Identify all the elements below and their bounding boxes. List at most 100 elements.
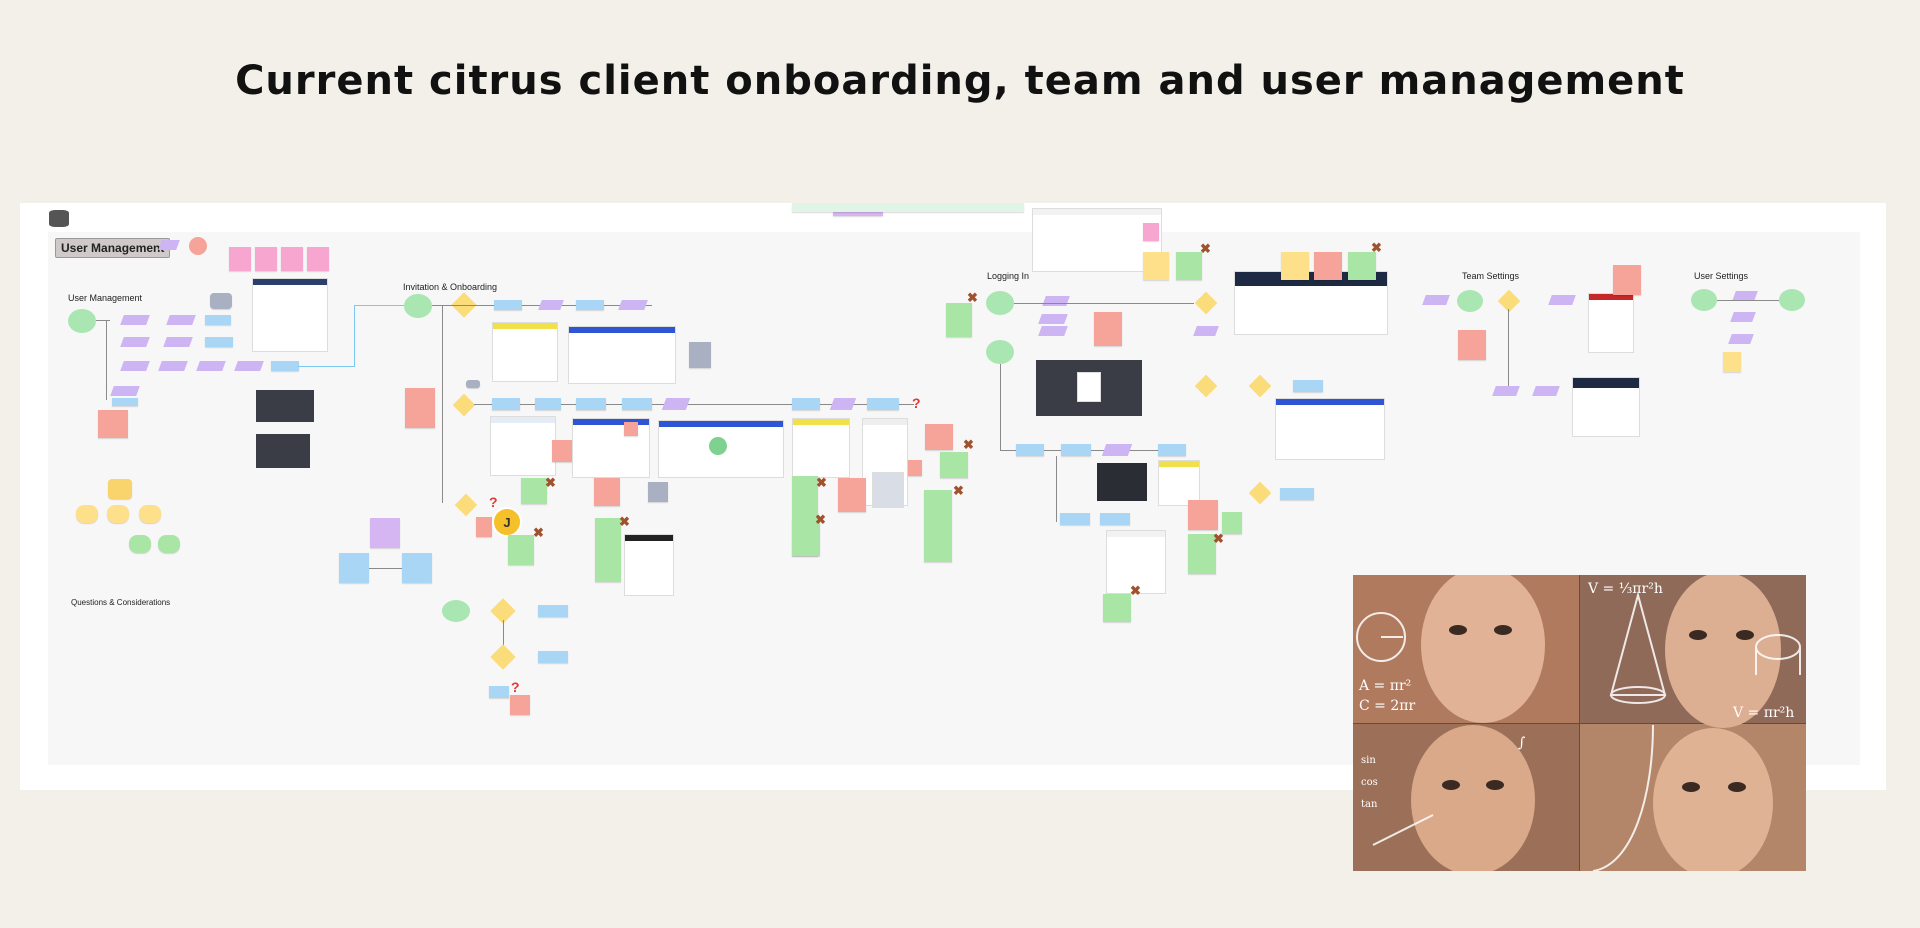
sticky-note xyxy=(307,247,329,271)
sticky-note xyxy=(552,440,574,462)
cross-mark-icon: ✖ xyxy=(619,514,630,530)
screenshot-thumbnail xyxy=(1588,293,1634,353)
frame-label[interactable]: User Management xyxy=(55,238,170,258)
org-node xyxy=(107,505,129,523)
sticky-note xyxy=(405,388,435,428)
section-label-logging-in: Logging In xyxy=(987,271,1029,281)
flow-step xyxy=(120,361,150,371)
sticky-note xyxy=(521,478,547,504)
sticky-note xyxy=(946,303,972,337)
flow-box xyxy=(339,553,369,583)
flow-box xyxy=(489,686,509,698)
connector xyxy=(369,568,402,569)
sticky-note xyxy=(1176,252,1202,280)
screenshot-thumbnail xyxy=(872,472,904,508)
sticky-note xyxy=(1613,265,1641,295)
flow-box xyxy=(538,605,568,617)
database-icon xyxy=(49,210,69,227)
flow-start-node xyxy=(986,291,1014,315)
flow-box xyxy=(538,651,568,663)
flow-step xyxy=(1422,295,1450,305)
question-mark-icon: ? xyxy=(912,395,921,411)
flow-step xyxy=(166,315,196,325)
flow-box xyxy=(1158,444,1186,456)
flow-box xyxy=(1061,444,1091,456)
sticky-note xyxy=(648,482,668,502)
sticky-note xyxy=(838,478,866,512)
flow-step xyxy=(538,300,564,310)
sticky-note xyxy=(1222,512,1242,534)
flow-step xyxy=(1492,386,1520,396)
flow-step xyxy=(1532,386,1560,396)
connector xyxy=(1000,364,1001,450)
screenshot-thumbnail xyxy=(1572,377,1640,437)
formula-text: ∫ xyxy=(1518,735,1525,751)
flow-start-node xyxy=(1457,290,1483,312)
sticky-note xyxy=(1094,312,1122,346)
connector xyxy=(96,320,110,321)
flow-step xyxy=(158,240,180,250)
flow-box xyxy=(1293,380,1323,392)
screenshot-epsilon-header xyxy=(1234,271,1388,335)
sticky-note xyxy=(1348,252,1376,280)
math-lady-meme-image: A = πr² C = 2πr V = ⅓πr²h V = πr²h ∫ sin… xyxy=(1353,575,1806,871)
screenshot-okta xyxy=(792,418,850,478)
flow-step xyxy=(196,361,226,371)
sticky-note xyxy=(594,478,620,506)
sticky-note xyxy=(229,247,251,271)
sticky-note xyxy=(508,535,534,565)
screenshot-form xyxy=(572,418,650,478)
connector xyxy=(1014,303,1194,304)
flow-step xyxy=(1730,312,1756,322)
flow-step xyxy=(1042,296,1070,306)
screenshot-logo-bar xyxy=(1275,398,1385,460)
flow-end-node xyxy=(1779,289,1805,311)
connector xyxy=(354,305,404,306)
success-check-icon xyxy=(709,437,727,455)
screenshot-thumbnail xyxy=(256,434,310,468)
formula-text: A = πr² xyxy=(1358,678,1411,694)
cross-mark-icon: ✖ xyxy=(1200,241,1211,257)
flow-box xyxy=(576,300,604,310)
formula-text: cos xyxy=(1361,777,1378,788)
flow-start-node xyxy=(68,309,96,333)
flow-box xyxy=(576,398,606,410)
connector xyxy=(354,305,355,367)
sticky-note xyxy=(476,517,492,537)
flow-box xyxy=(622,398,652,410)
flow-box xyxy=(867,398,899,410)
question-mark-icon: ? xyxy=(489,494,498,510)
flow-start-node xyxy=(986,340,1014,364)
sticky-note xyxy=(255,247,277,271)
cross-mark-icon: ✖ xyxy=(953,483,964,499)
sticky-note xyxy=(1143,223,1159,241)
flow-step xyxy=(662,398,690,410)
flow-box xyxy=(271,361,299,371)
flow-box xyxy=(370,518,400,548)
sticky-note xyxy=(1188,534,1216,574)
flow-box xyxy=(205,315,231,325)
flow-box xyxy=(494,300,522,310)
cross-mark-icon: ✖ xyxy=(1213,531,1224,547)
sticky-note xyxy=(1281,252,1309,280)
org-node xyxy=(158,535,180,553)
flow-step xyxy=(158,361,188,371)
flow-step xyxy=(1193,326,1219,336)
sticky-note xyxy=(908,460,922,476)
screenshot-thumbnail xyxy=(252,278,328,352)
screenshot-thumbnail xyxy=(624,534,674,596)
flow-node xyxy=(189,237,207,255)
formula-text: C = 2πr xyxy=(1359,698,1415,714)
flow-box xyxy=(205,337,233,347)
flow-step xyxy=(110,386,140,396)
connector xyxy=(1717,300,1779,301)
sticky-note xyxy=(1143,252,1169,280)
flow-box xyxy=(492,398,520,410)
org-node xyxy=(129,535,151,553)
flow-step xyxy=(163,337,193,347)
comment-bubble xyxy=(210,293,232,309)
screenshot-login xyxy=(568,326,676,384)
flow-step xyxy=(618,300,648,310)
flow-step xyxy=(1038,314,1068,324)
org-node xyxy=(139,505,161,523)
